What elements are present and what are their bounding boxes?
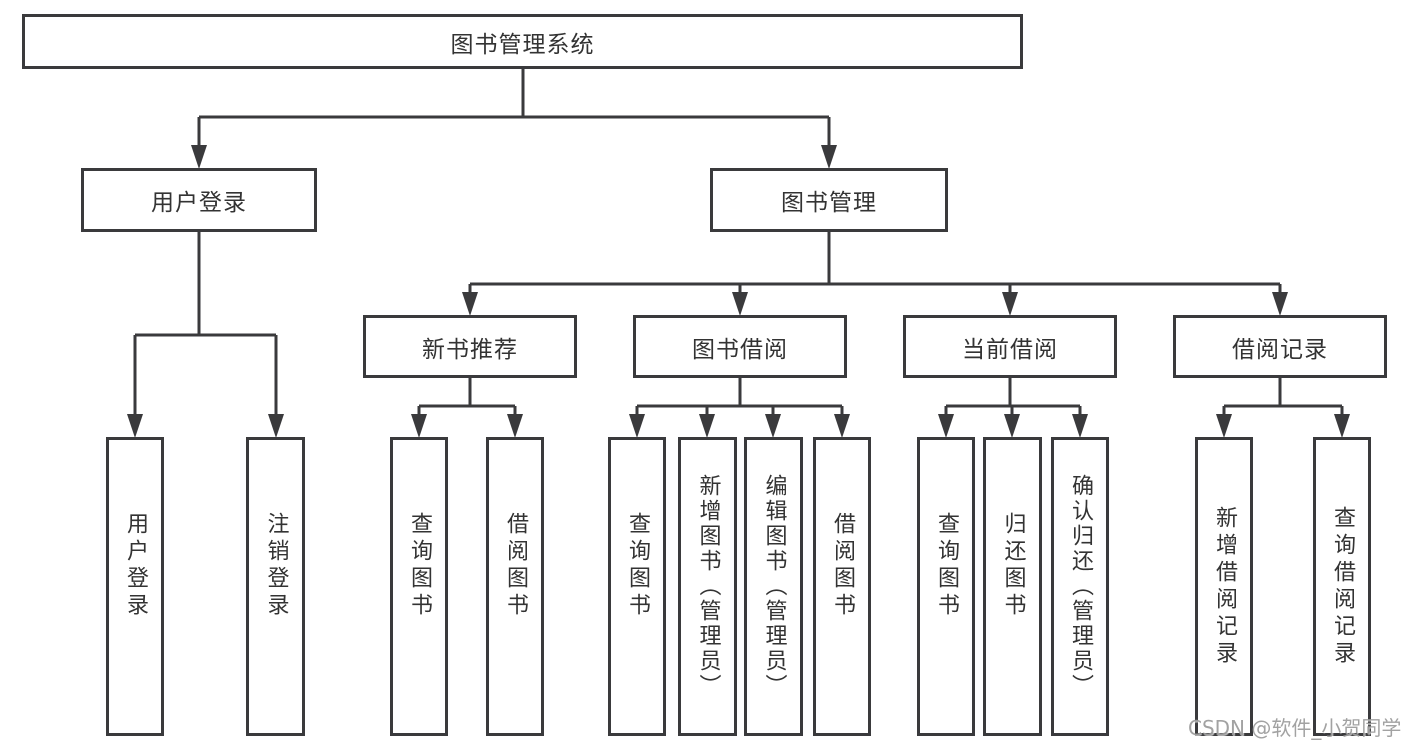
node-user-login: 用户登录 bbox=[81, 168, 317, 232]
node-new-book-recommend: 新书推荐 bbox=[363, 315, 577, 378]
watermark: CSDN @软件_小贺同学 bbox=[1188, 716, 1402, 740]
leaf-query-books-borrowing: 查询图书 bbox=[608, 437, 666, 736]
leaf-query-books-recommend: 查询图书 bbox=[390, 437, 448, 736]
arrowheads bbox=[127, 145, 1350, 438]
node-book-management: 图书管理 bbox=[710, 168, 948, 232]
leaf-add-books-admin: 新增图书（管理员） bbox=[678, 437, 737, 736]
leaf-confirm-return-admin: 确认归还（管理员） bbox=[1051, 437, 1109, 736]
leaf-logout-login: 注销登录 bbox=[246, 437, 305, 736]
node-current-borrowing: 当前借阅 bbox=[903, 315, 1117, 378]
leaf-query-borrow-record: 查询借阅记录 bbox=[1313, 437, 1371, 736]
leaf-add-borrow-record: 新增借阅记录 bbox=[1195, 437, 1253, 736]
leaf-borrow-books-borrowing: 借阅图书 bbox=[813, 437, 871, 736]
leaf-query-books-current: 查询图书 bbox=[917, 437, 975, 736]
leaf-edit-books-admin: 编辑图书（管理员） bbox=[744, 437, 803, 736]
leaf-borrow-books-recommend: 借阅图书 bbox=[486, 437, 544, 736]
leaf-user-login: 用户登录 bbox=[106, 437, 164, 736]
node-borrowing-records: 借阅记录 bbox=[1173, 315, 1387, 378]
node-book-borrowing: 图书借阅 bbox=[633, 315, 847, 378]
node-library-system: 图书管理系统 bbox=[22, 14, 1023, 69]
leaf-return-books: 归还图书 bbox=[983, 437, 1042, 736]
